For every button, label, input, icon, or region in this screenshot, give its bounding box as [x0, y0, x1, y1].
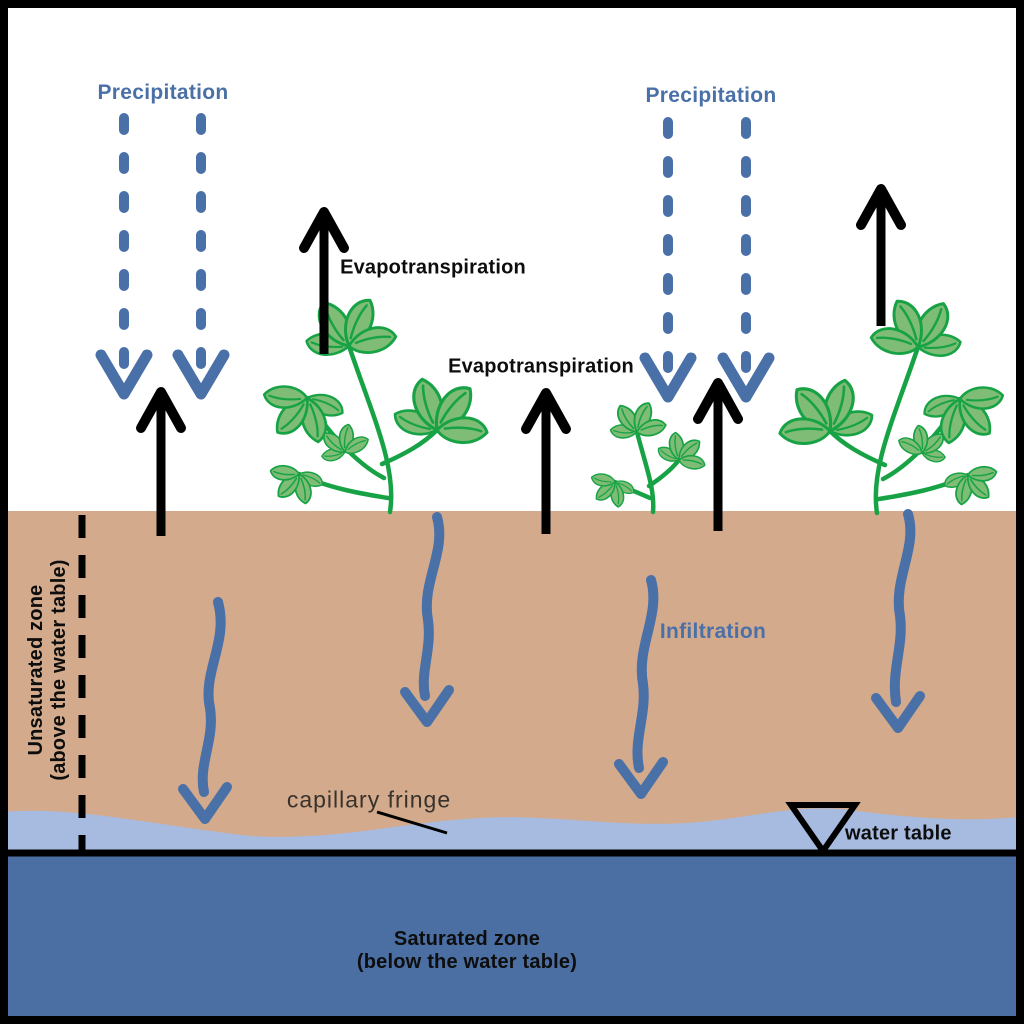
water-table-label: water table: [845, 822, 952, 845]
infiltration-wavy-down-arrow-icon: [871, 509, 925, 733]
evapotranspiration-label-lower: Evapotranspiration: [448, 355, 634, 378]
evapotranspiration-up-arrow-icon: [299, 207, 349, 354]
saturated-zone-label-line1: Saturated zone: [393, 928, 541, 950]
evapotranspiration-up-arrow-icon: [136, 387, 186, 536]
capillary-fringe-label: capillary fringe: [286, 786, 452, 813]
unsaturated-zone-label: Unsaturated zone (above the water table): [25, 559, 71, 780]
precipitation-dashed-down-arrow-icon: [639, 117, 697, 403]
precipitation-dashed-down-arrow-icon: [95, 113, 153, 400]
evapotranspiration-up-arrow-icon: [856, 184, 906, 326]
precipitation-dashed-down-arrow-icon: [717, 117, 775, 403]
evapotranspiration-label-upper: Evapotranspiration: [340, 256, 526, 279]
saturated-zone: [4, 853, 1020, 1020]
water-table-triangle-icon: [785, 802, 861, 857]
evapotranspiration-up-arrow-icon: [521, 388, 571, 534]
infiltration-wavy-down-arrow-icon: [614, 575, 668, 799]
saturated-zone-label: Saturated zone (below the water table): [357, 928, 577, 974]
precipitation-dashed-down-arrow-icon: [172, 113, 230, 400]
precipitation-label-left: Precipitation: [97, 81, 229, 104]
infiltration-wavy-down-arrow-icon: [400, 512, 454, 727]
saturated-zone-label-line2: (below the water table): [356, 951, 578, 973]
capillary-fringe-band: [4, 808, 1020, 856]
precipitation-label-right: Precipitation: [645, 84, 777, 107]
infiltration-label: Infiltration: [659, 620, 767, 643]
evapotranspiration-up-arrow-icon: [693, 378, 743, 531]
unsaturated-soil-zone: [4, 511, 1020, 856]
unsaturated-zone-label-line1: Unsaturated zone: [25, 584, 47, 756]
infiltration-wavy-down-arrow-icon: [178, 597, 232, 824]
capillary-fringe-pointer-line: [376, 810, 448, 835]
unsaturated-zone-label-line2: (above the water table): [48, 559, 70, 781]
